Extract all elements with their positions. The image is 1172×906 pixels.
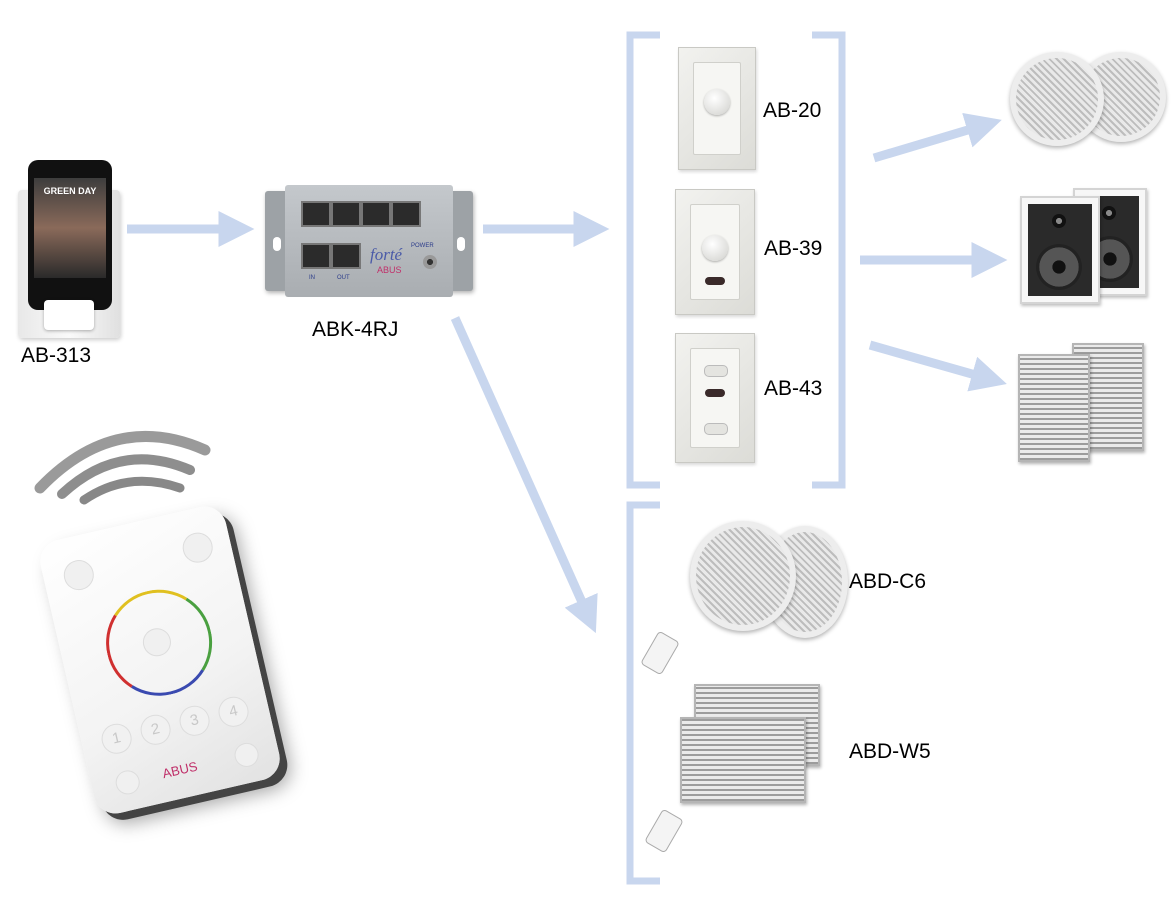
hub-logo: ABUS bbox=[377, 265, 402, 275]
ceiling-speaker-image bbox=[1010, 52, 1104, 146]
volume-knob-icon bbox=[702, 235, 728, 261]
outdoor-speaker-image bbox=[1018, 354, 1090, 462]
label-abd-c6: ABD-C6 bbox=[849, 570, 927, 593]
hub-brand: forté bbox=[370, 245, 403, 264]
phone-icon: GREEN DAY bbox=[28, 160, 112, 310]
wireless-ceiling-speaker-image bbox=[690, 521, 796, 631]
volume-down-button-icon bbox=[704, 423, 728, 435]
label-abd-w5: ABD-W5 bbox=[849, 740, 931, 763]
label-abk-4rj: ABK-4RJ bbox=[312, 318, 399, 341]
label-ab-20: AB-20 bbox=[763, 99, 822, 122]
label-ab-313: AB-313 bbox=[21, 344, 92, 367]
inwall-speaker-image bbox=[1020, 196, 1100, 304]
hub-port-in-label: IN bbox=[309, 275, 315, 281]
label-ab-39: AB-39 bbox=[764, 237, 823, 260]
hub-power-label: POWER bbox=[411, 243, 434, 249]
album-title: GREEN DAY bbox=[43, 186, 97, 196]
ab20-controller-image bbox=[678, 47, 756, 170]
ab43-controller-image bbox=[675, 333, 755, 463]
arrow-hub-to-wireless bbox=[450, 316, 598, 634]
bracket-controllers-right bbox=[812, 31, 846, 489]
ir-sensor-icon bbox=[705, 389, 725, 397]
arrow-to-outdoor-speakers bbox=[868, 340, 1007, 392]
ab39-controller-image bbox=[675, 189, 755, 315]
bracket-wireless-left bbox=[626, 501, 660, 885]
wireless-wall-speaker-image bbox=[680, 717, 806, 803]
label-ab-43: AB-43 bbox=[764, 377, 823, 400]
volume-up-button-icon bbox=[704, 365, 728, 377]
ir-sensor-icon bbox=[705, 277, 725, 285]
bracket-controllers-left bbox=[626, 31, 660, 489]
hub-port-out-label: OUT bbox=[337, 275, 350, 281]
ab313-dock-image: GREEN DAY bbox=[18, 160, 120, 338]
arrow-to-ceiling-speakers bbox=[872, 112, 1002, 163]
volume-knob-icon bbox=[704, 89, 730, 115]
abk4rj-hub-image: IN OUT forté ABUS POWER bbox=[265, 185, 473, 297]
wireless-signal-icon bbox=[34, 430, 211, 505]
hub-power-jack bbox=[423, 255, 437, 269]
